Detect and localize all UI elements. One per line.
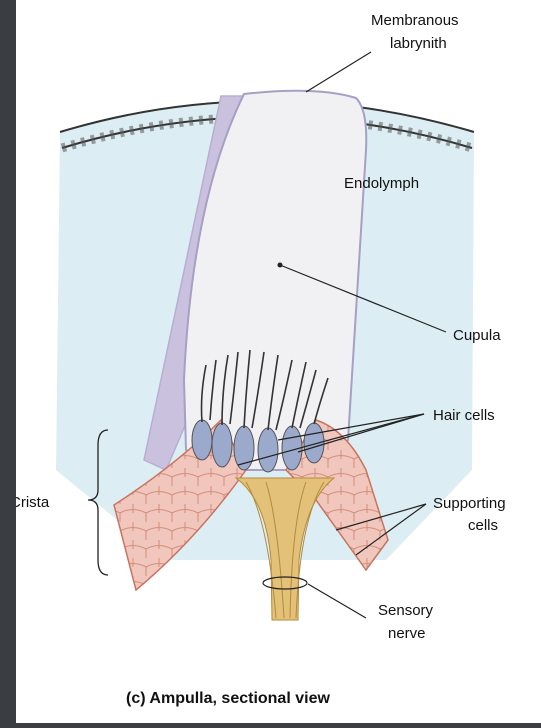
ampulla-diagram: Membranous labrynith Endolymph Cupula Ha… [16, 0, 541, 723]
label-sensory-2: nerve [388, 625, 426, 642]
figure-caption: (c) Ampulla, sectional view [126, 690, 330, 707]
label-sensory-1: Sensory [378, 602, 434, 619]
label-membranous-2: labrynith [390, 35, 447, 52]
label-supporting-1: Supporting [433, 495, 506, 512]
label-supporting-2: cells [468, 517, 498, 534]
diagram-panel: Membranous labrynith Endolymph Cupula Ha… [16, 0, 541, 723]
label-hair-cells: Hair cells [433, 407, 495, 424]
label-cupula: Cupula [453, 327, 501, 344]
label-membranous-1: Membranous [371, 12, 459, 29]
label-endolymph: Endolymph [344, 175, 419, 192]
label-crista: Crista [16, 494, 50, 511]
